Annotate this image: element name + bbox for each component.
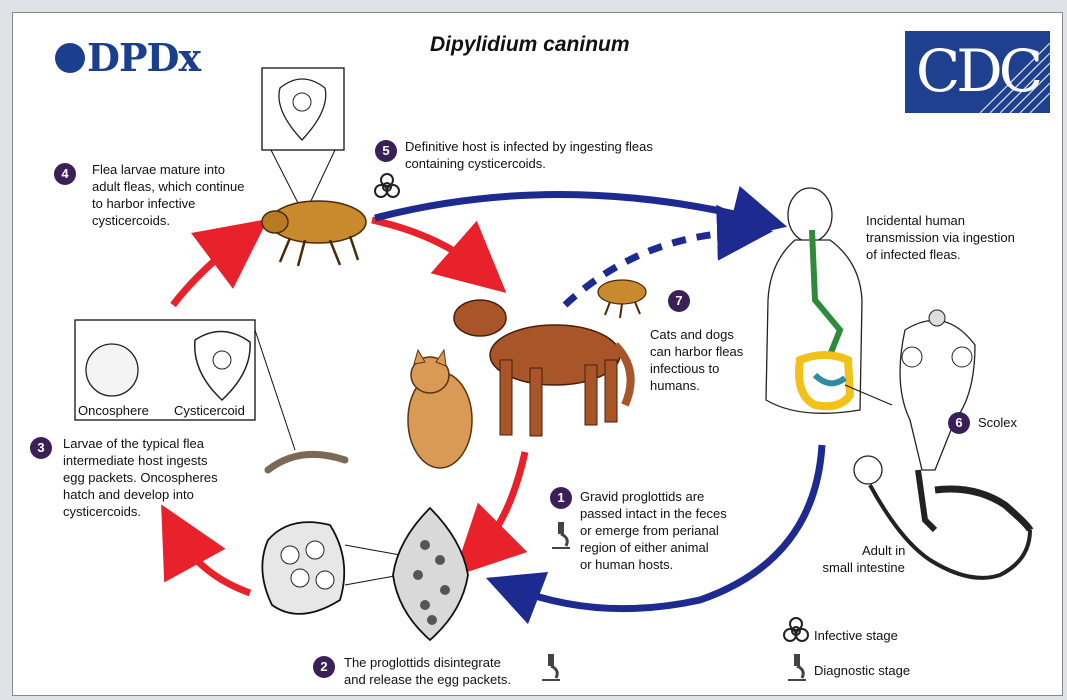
step-7-line: can harbor fleas: [650, 343, 743, 360]
adult-label-line: small intestine: [822, 559, 905, 576]
adult-flea-icon: [262, 201, 366, 266]
step-5-text: Definitive host is infected by ingesting…: [405, 138, 653, 172]
step-1-line: region of either animal: [580, 539, 727, 556]
step-2-text: The proglottids disintegrate and release…: [344, 654, 511, 688]
step-5-line: Definitive host is infected by ingesting…: [405, 138, 653, 155]
step-7-text: Cats and dogs can harbor fleas infectiou…: [650, 326, 743, 394]
step-7-badge: 7: [668, 290, 690, 312]
arrow-dog-to-2: [478, 452, 525, 552]
step-4-badge: 4: [54, 163, 76, 185]
arrow-2-to-3: [178, 535, 250, 593]
step-3-line: hatch and develop into: [63, 486, 218, 503]
small-flea-icon: [598, 280, 646, 318]
cat-icon: [408, 350, 472, 468]
step-5-line: containing cysticercoids.: [405, 155, 653, 172]
egg-packet-icon: [262, 522, 344, 614]
adult-label: Adult in small intestine: [862, 542, 905, 576]
biohazard-icon: [373, 173, 401, 201]
step-3-text: Larvae of the typical flea intermediate …: [63, 435, 218, 520]
step-4-line: Flea larvae mature into: [92, 161, 244, 178]
human-transmission-text: Incidental human transmission via ingest…: [866, 212, 1015, 263]
human-transmission-line: transmission via ingestion: [866, 229, 1015, 246]
step-1-line: or human hosts.: [580, 556, 727, 573]
step-3-line: intermediate host ingests: [63, 452, 218, 469]
oncosphere-label: Oncosphere: [78, 402, 149, 419]
adult-label-line: Adult in: [862, 542, 905, 559]
step-3-line: cysticercoids.: [63, 503, 218, 520]
cysticercoid-label: Cysticercoid: [174, 402, 245, 419]
step-4-text: Flea larvae mature into adult fleas, whi…: [92, 161, 244, 229]
step-3-line: egg packets. Oncospheres: [63, 469, 218, 486]
flea-larva-icon: [268, 454, 345, 470]
gravid-proglottid-icon: [393, 508, 468, 640]
step-7-line: infectious to: [650, 360, 743, 377]
arrow-4-to-dog: [372, 220, 480, 270]
legend-microscope-icon: [784, 652, 810, 682]
human-transmission-line: of infected fleas.: [866, 246, 1015, 263]
oncosphere-icon: [86, 344, 138, 396]
step-6-text: Scolex: [978, 414, 1017, 431]
microscope-icon: [538, 652, 564, 682]
arrow-3-to-4: [173, 240, 240, 305]
step-5-badge: 5: [375, 140, 397, 162]
arrow-5-to-human: [375, 194, 760, 220]
step-2-badge: 2: [313, 656, 335, 678]
step-1-line: Gravid proglottids are: [580, 488, 727, 505]
step-1-line: passed intact in the feces: [580, 505, 727, 522]
step-2-line: The proglottids disintegrate: [344, 654, 511, 671]
dog-icon: [454, 300, 631, 436]
human-transmission-line: Incidental human: [866, 212, 1015, 229]
step-1-text: Gravid proglottids are passed intact in …: [580, 488, 727, 573]
legend-infective-label: Infective stage: [814, 627, 898, 644]
scolex-icon: [900, 310, 975, 470]
step-4-line: to harbor infective: [92, 195, 244, 212]
step-3-line: Larvae of the typical flea: [63, 435, 218, 452]
step-7-line: Cats and dogs: [650, 326, 743, 343]
step-7-line: humans.: [650, 377, 743, 394]
human-silhouette-icon: [766, 188, 862, 413]
step-3-badge: 3: [30, 437, 52, 459]
arrow-7-to-human-dashed: [565, 232, 745, 305]
step-2-line: and release the egg packets.: [344, 671, 511, 688]
legend-diagnostic-label: Diagnostic stage: [814, 662, 910, 679]
step-4-line: adult fleas, which continue: [92, 178, 244, 195]
step-1-badge: 1: [550, 487, 572, 509]
step-4-line: cysticercoids.: [92, 212, 244, 229]
step-6-badge: 6: [948, 412, 970, 434]
microscope-icon: [548, 520, 574, 550]
step-1-line: or emerge from perianal: [580, 522, 727, 539]
legend-biohazard-icon: [782, 617, 810, 645]
